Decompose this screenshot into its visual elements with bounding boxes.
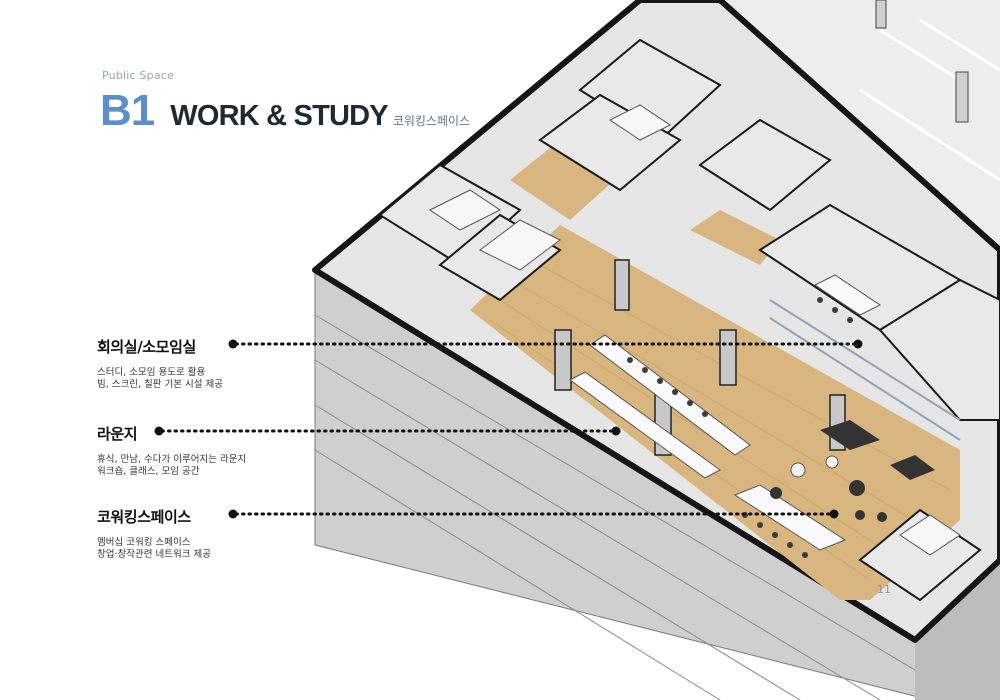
furniture [569,274,935,551]
callout-meeting-room: 회의실/소모임실 스터디, 소모임 용도로 활용 빔, 스크린, 칠판 기본 시… [97,336,223,391]
connector-lines [160,342,860,516]
title-row: B1 WORK & STUDY 코워킹스페이스 [100,86,470,136]
stairs [429,104,961,556]
callout-line: 스터디, 소모임 용도로 활용 [97,367,206,378]
floor-level: B1 [100,86,155,135]
callout-title: 회의실/소모임실 [97,338,196,356]
connector-dots [154,339,863,519]
callout-line: 멤버십 코워킹 스페이스 [97,537,191,548]
glass-partitions [769,299,961,441]
facade-lines [314,314,916,700]
page-title: WORK & STUDY [170,100,388,132]
section-eyebrow: Public Space [102,69,174,82]
facade-right [915,560,1000,700]
callout-title: 라운지 [97,425,138,443]
callout-title: 코워킹스페이스 [97,508,191,526]
wood-floor [470,225,960,600]
small-wood-floor-2 [690,210,780,265]
chairs [627,297,853,558]
callout-line: 창업·창작관련 네트워크 제공 [97,549,211,560]
page-subtitle: 코워킹스페이스 [392,114,471,128]
callout-line: 휴식, 만남, 수다가 이루어지는 라운지 [97,454,247,465]
callout-coworking: 코워킹스페이스 멤버십 코워킹 스페이스 창업·창작관련 네트워크 제공 [97,506,211,561]
callout-line: 워크숍, 클래스, 모임 공간 [97,466,200,477]
callout-line: 빔, 스크린, 칠판 기본 시설 제공 [97,379,224,390]
callout-lounge: 라운지 휴식, 만남, 수다가 이루어지는 라운지 워크숍, 클래스, 모임 공… [97,423,246,478]
page-number: 11 [877,583,891,596]
